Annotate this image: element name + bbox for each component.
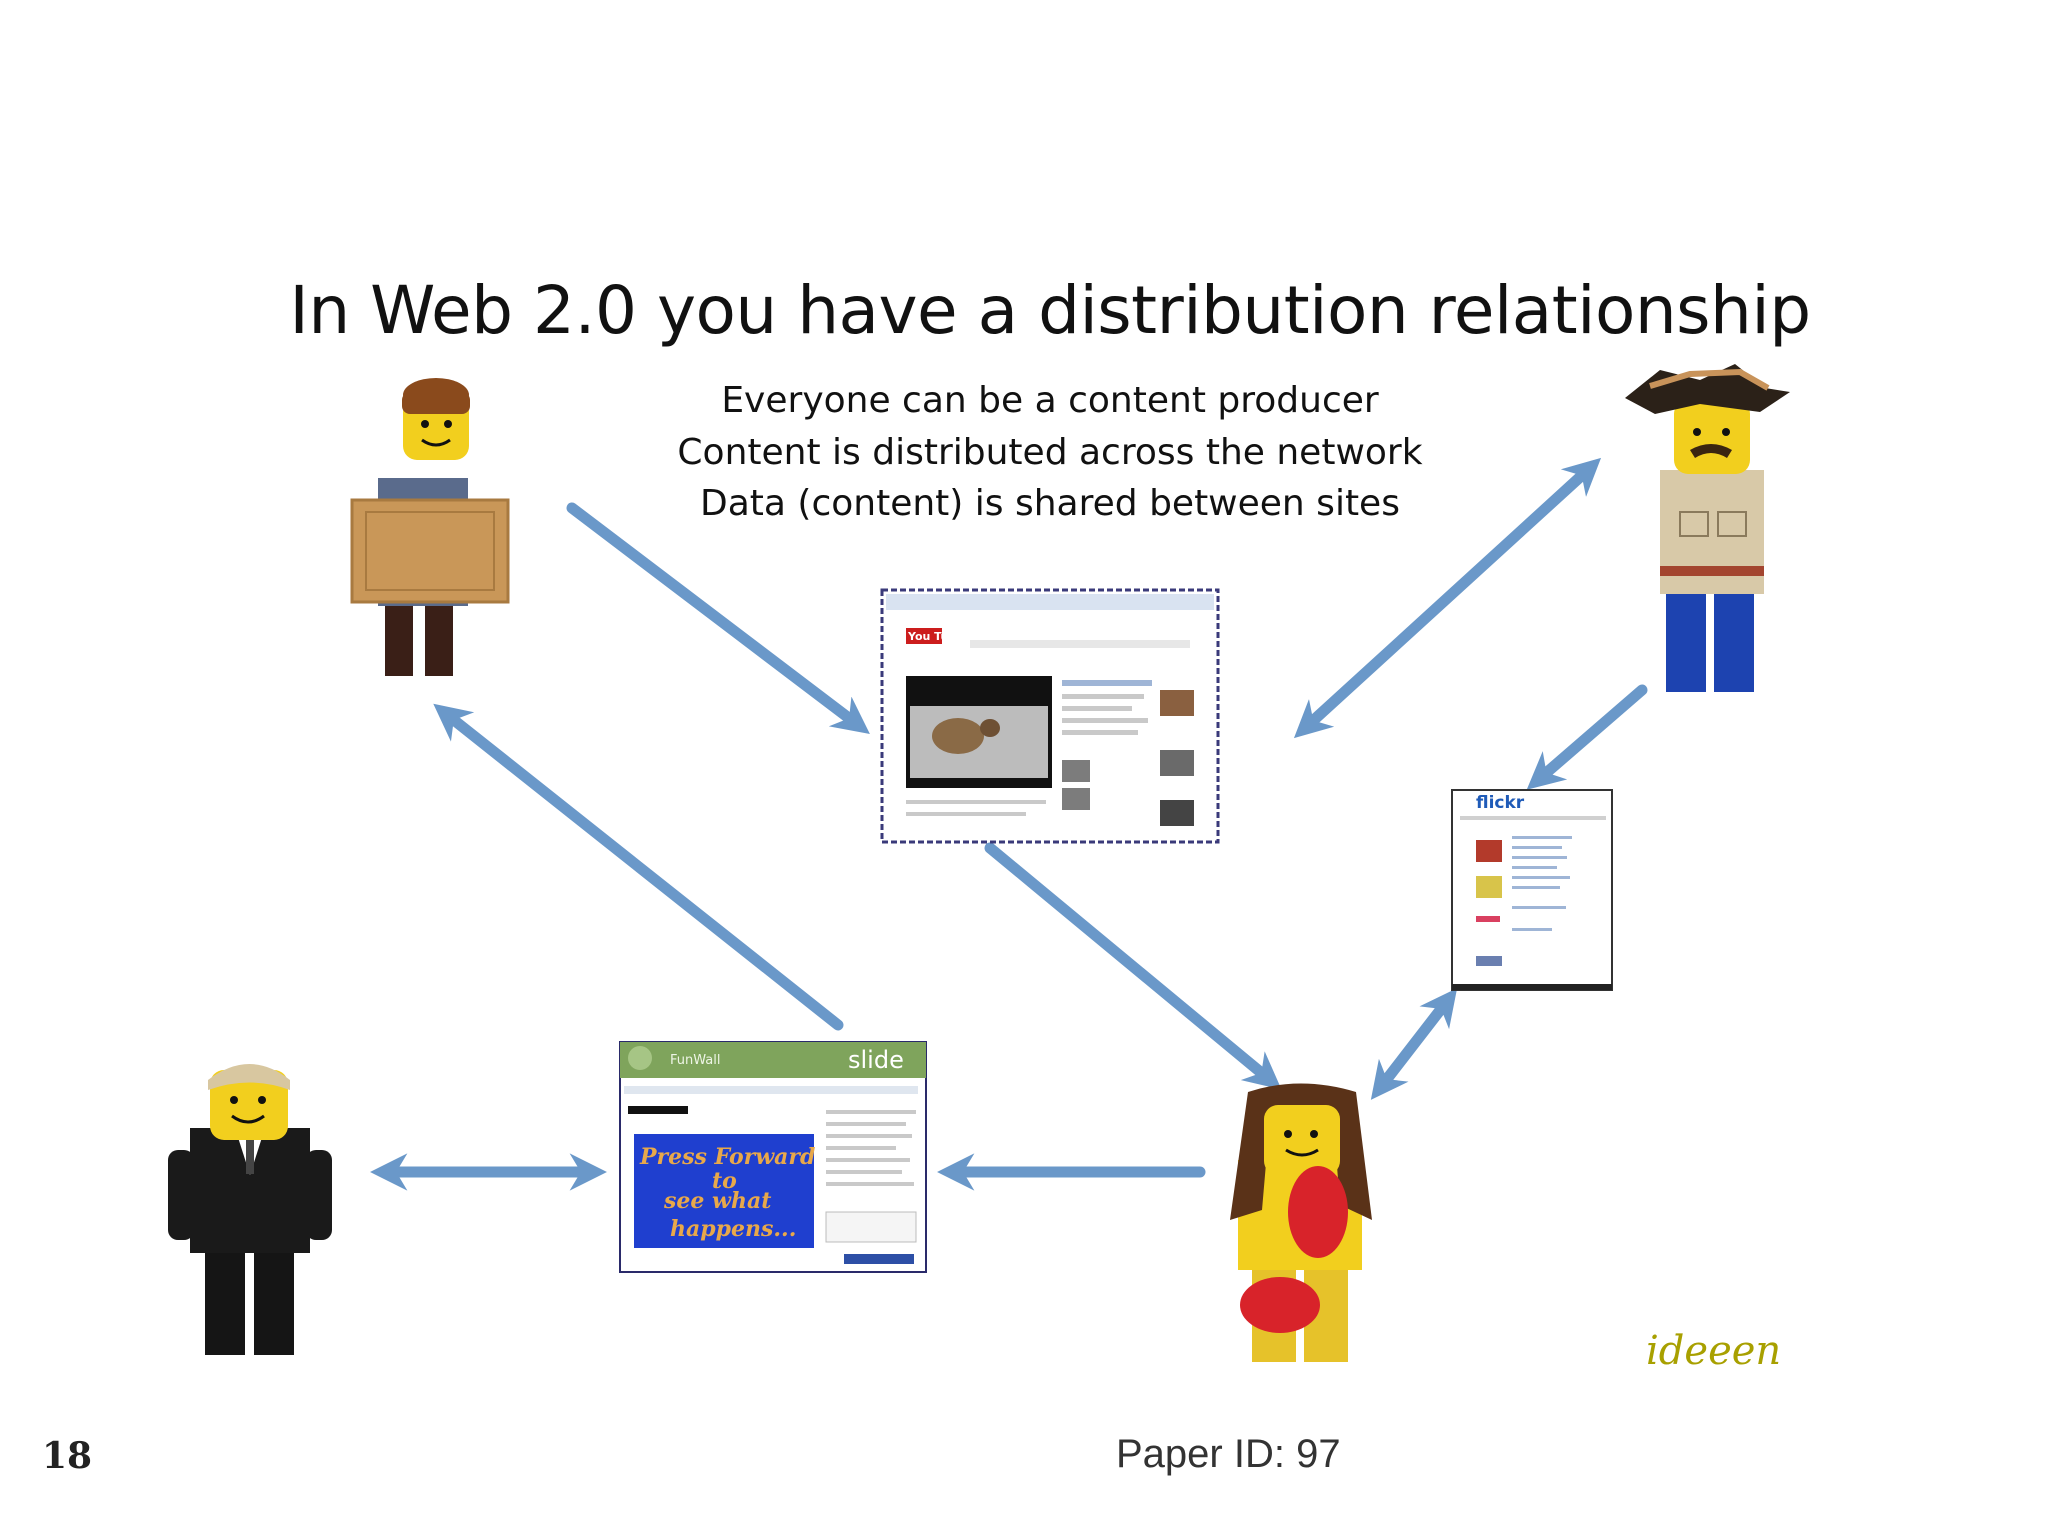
lego-businessman-figure: [168, 1064, 332, 1355]
bullet-content-distributed: Content is distributed across the networ…: [677, 432, 1423, 473]
watermark-logo: ideeen: [1646, 1328, 1782, 1374]
lego-producer-figure: [350, 378, 510, 676]
arrow-producer-to-youtube: [566, 502, 870, 735]
arrow-flickr-girl-bidirectional: [1370, 988, 1458, 1100]
slide-title: In Web 2.0 you have a distribution relat…: [289, 272, 1811, 349]
slide-message-line-2: to: [712, 1168, 737, 1194]
youtube-screenshot: You Tube: [880, 588, 1220, 844]
arrow-youtube-worker-bidirectional: [1293, 457, 1602, 739]
lego-girl-figure: [1230, 1083, 1372, 1362]
slide-brand: slide: [848, 1046, 904, 1074]
arrow-worker-to-flickr: [1526, 684, 1648, 790]
lego-worker-figure: [1625, 364, 1790, 692]
slide-message-line-1: Press Forward: [639, 1144, 815, 1170]
flickr-logo: flickr: [1476, 793, 1525, 813]
arrow-youtube-to-girl: [984, 842, 1282, 1090]
paper-id: Paper ID: 97: [1116, 1432, 1341, 1476]
arrow-slide-to-producer: [433, 703, 844, 1031]
bullet-content-producer: Everyone can be a content producer: [721, 380, 1379, 421]
flickr-screenshot: flickr: [1451, 789, 1613, 991]
bullet-data-shared: Data (content) is shared between sites: [700, 483, 1400, 524]
youtube-logo: You Tube: [907, 630, 964, 643]
arrows: [370, 457, 1648, 1191]
page-number: 18: [42, 1435, 93, 1477]
slide-funwall-screenshot: FunWall slide Press Forward to see what …: [619, 1041, 927, 1273]
slide-message-line-4: happens...: [670, 1216, 796, 1242]
slide-message-line-3: see what: [663, 1188, 771, 1214]
funwall-app-name: FunWall: [670, 1053, 720, 1068]
